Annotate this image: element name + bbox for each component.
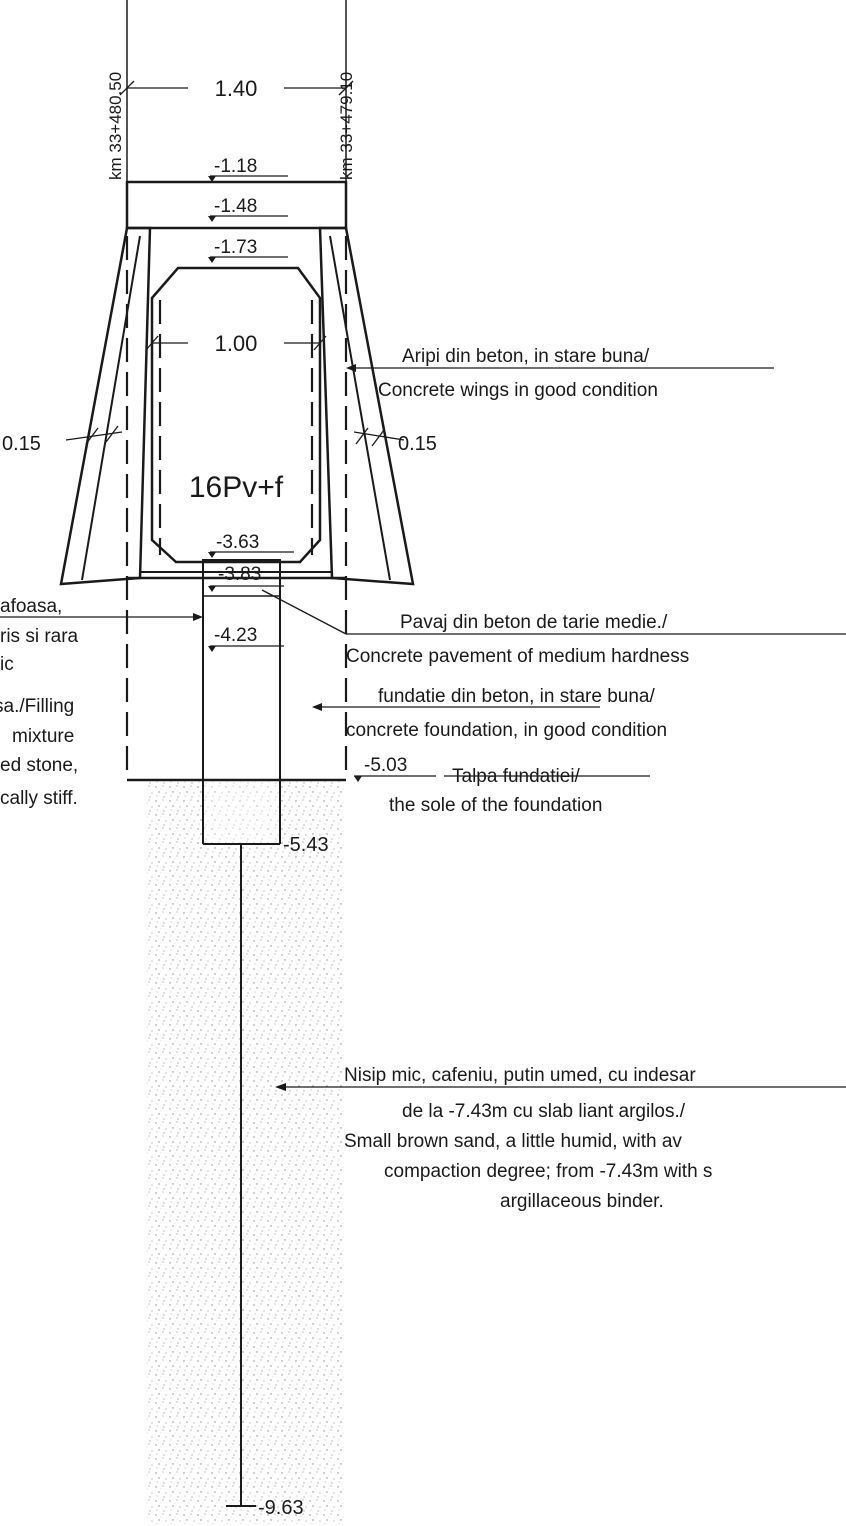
top-slab (125, 180, 348, 230)
sand-label-line-3: Small brown sand, a little humid, with a… (344, 1131, 682, 1152)
elevation-marker-opening-bottom: -3.63 (208, 532, 294, 558)
fill-label-line-4: sa./Filling (0, 696, 74, 717)
inner-width-dimension: 1.00 (215, 331, 258, 356)
fill-label-line-5: mixture (12, 726, 74, 747)
svg-text:-1.48: -1.48 (214, 196, 257, 217)
fill-label-line-1: afoasa, (0, 596, 62, 617)
svg-text:-3.63: -3.63 (216, 532, 259, 553)
elevation-marker-foundation-sole: -5.03 (354, 755, 436, 782)
borehole-step-elevation: -5.43 (283, 834, 329, 856)
svg-text:-4.23: -4.23 (214, 625, 257, 646)
fill-label-line-3: ic (0, 654, 14, 675)
borehole-end-elevation: -9.63 (258, 1497, 304, 1519)
right-concrete-wing (318, 226, 415, 586)
elevation-marker-opening-top: -1.73 (208, 237, 288, 263)
pavement-label-leader (261, 589, 347, 635)
left-wing-thickness: 0.15 (2, 433, 41, 455)
borehole-top-block (203, 780, 280, 844)
sand-soil-hatch (146, 780, 344, 1524)
sand-label-line-2: de la -7.43m cu slab liant argilos./ (402, 1101, 686, 1122)
pavement-label-en: Concrete pavement of medium hardness (346, 646, 689, 667)
pavement-label-ro: Pavaj din beton de tarie medie./ (400, 612, 668, 633)
culvert-type-label: 16Pv+f (189, 471, 284, 504)
left-concrete-wing (59, 226, 152, 586)
station-label-right: km 33+479.10 (337, 72, 356, 180)
svg-text:-3.83: -3.83 (218, 564, 261, 585)
station-label-left: km 33+480.50 (106, 72, 125, 180)
fill-label-line-2: ris si rara (0, 626, 79, 647)
elevation-marker-slab-bottom: -1.48 (208, 196, 288, 222)
sand-label-line-1: Nisip mic, cafeniu, putin umed, cu indes… (344, 1065, 696, 1086)
culvert-opening (150, 266, 322, 564)
sand-label-line-4: compaction degree; from -7.43m with s (384, 1161, 712, 1182)
sole-label-ro: Talpa fundatiei/ (452, 766, 581, 787)
svg-text:-5.03: -5.03 (364, 755, 407, 776)
elevation-marker-top: -1.18 (208, 156, 288, 182)
svg-text:-1.73: -1.73 (214, 237, 257, 258)
elevation-marker-pavement-bottom: -3.83 (208, 564, 284, 592)
sole-label-en: the sole of the foundation (389, 795, 602, 816)
wing-label-en: Concrete wings in good condition (378, 380, 658, 401)
sand-label-line-5: argillaceous binder. (500, 1191, 664, 1212)
svg-text:-1.18: -1.18 (214, 156, 257, 177)
foundation-label-en: concrete foundation, in good condition (346, 720, 667, 741)
right-wing-thickness: 0.15 (398, 433, 437, 455)
fill-label-line-7: cally stiff. (0, 788, 78, 809)
foundation-label-ro: fundatie din beton, in stare buna/ (378, 686, 655, 707)
top-width-dimension: 1.40 (215, 76, 258, 101)
fill-label-line-6: ed stone, (0, 755, 78, 776)
elevation-marker-fill-bottom: -4.23 (208, 625, 284, 652)
wing-label-ro: Aripi din beton, in stare buna/ (402, 346, 650, 367)
